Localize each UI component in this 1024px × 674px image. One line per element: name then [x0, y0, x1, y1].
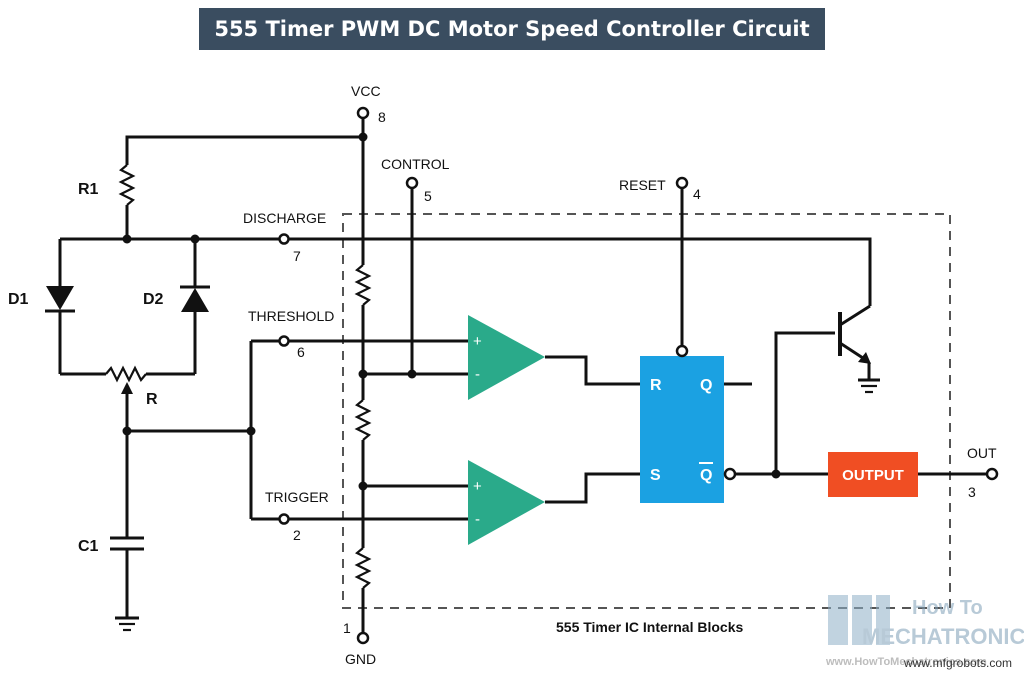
gnd-label: GND — [345, 651, 376, 667]
output-block: OUTPUT — [828, 452, 918, 497]
vcc-pin: VCC 8 — [351, 83, 386, 125]
voltage-divider — [354, 113, 372, 638]
sr-flipflop: R S Q Q — [640, 356, 724, 503]
trigger-pin: TRIGGER 2 — [265, 489, 468, 543]
svg-text:S: S — [650, 467, 661, 484]
discharge-pin-number: 7 — [293, 248, 301, 264]
control-pin-number: 5 — [424, 188, 432, 204]
svg-text:R: R — [650, 377, 662, 394]
svg-text:MECHATRONICS: MECHATRONICS — [862, 624, 1024, 649]
threshold-label: THRESHOLD — [248, 308, 334, 324]
control-pin: CONTROL 5 — [381, 156, 450, 374]
ic-boundary — [342, 213, 951, 609]
discharge-label: DISCHARGE — [243, 210, 326, 226]
svg-text:www.HowToMechatronics.com: www.HowToMechatronics.com — [825, 656, 987, 668]
potentiometer-r: R — [60, 365, 195, 431]
out-label: OUT — [967, 445, 997, 461]
trigger-pin-number: 2 — [293, 527, 301, 543]
d2-label: D2 — [143, 291, 164, 308]
threshold-pin-number: 6 — [297, 344, 305, 360]
svg-text:How To: How To — [912, 597, 983, 619]
trigger-label: TRIGGER — [265, 489, 329, 505]
title-banner: 555 Timer PWM DC Motor Speed Controller … — [199, 8, 825, 50]
c1-label: C1 — [78, 538, 99, 555]
page-title: 555 Timer PWM DC Motor Speed Controller … — [214, 17, 810, 41]
vcc-label: VCC — [351, 83, 381, 99]
svg-text:Q: Q — [700, 377, 712, 394]
site-watermark: www.mfgrobots.com — [903, 656, 1012, 670]
gnd-pin: 1 GND — [343, 620, 376, 667]
r-label: R — [146, 391, 158, 408]
out-pin: OUT 3 — [967, 445, 999, 500]
reset-pin: RESET 4 — [619, 176, 701, 358]
out-pin-number: 3 — [968, 484, 976, 500]
r1-resistor: R1 — [78, 164, 136, 239]
svg-text:+: + — [473, 478, 482, 495]
threshold-pin: THRESHOLD 6 — [248, 308, 468, 360]
svg-text:+: + — [473, 333, 482, 350]
vcc-pin-number: 8 — [378, 109, 386, 125]
gnd-pin-number: 1 — [343, 620, 351, 636]
svg-text:-: - — [475, 366, 480, 383]
r1-label: R1 — [78, 181, 99, 198]
svg-text:OUTPUT: OUTPUT — [842, 467, 904, 484]
c1-capacitor: C1 — [78, 536, 144, 632]
svg-text:Q: Q — [700, 467, 712, 484]
discharge-transistor — [838, 304, 880, 394]
d1-label: D1 — [8, 291, 29, 308]
d2-diode: D2 — [143, 239, 210, 374]
control-label: CONTROL — [381, 156, 450, 172]
comparator-threshold: + - — [468, 315, 545, 400]
svg-text:-: - — [475, 511, 480, 528]
ic-internal-label: 555 Timer IC Internal Blocks — [556, 619, 743, 635]
reset-label: RESET — [619, 177, 666, 193]
comparator-trigger: + - — [468, 460, 545, 545]
howtomechatronics-watermark: How To MECHATRONICS www.HowToMechatronic… — [825, 595, 1024, 668]
reset-pin-number: 4 — [693, 186, 701, 202]
d1-diode: D1 — [8, 239, 75, 374]
